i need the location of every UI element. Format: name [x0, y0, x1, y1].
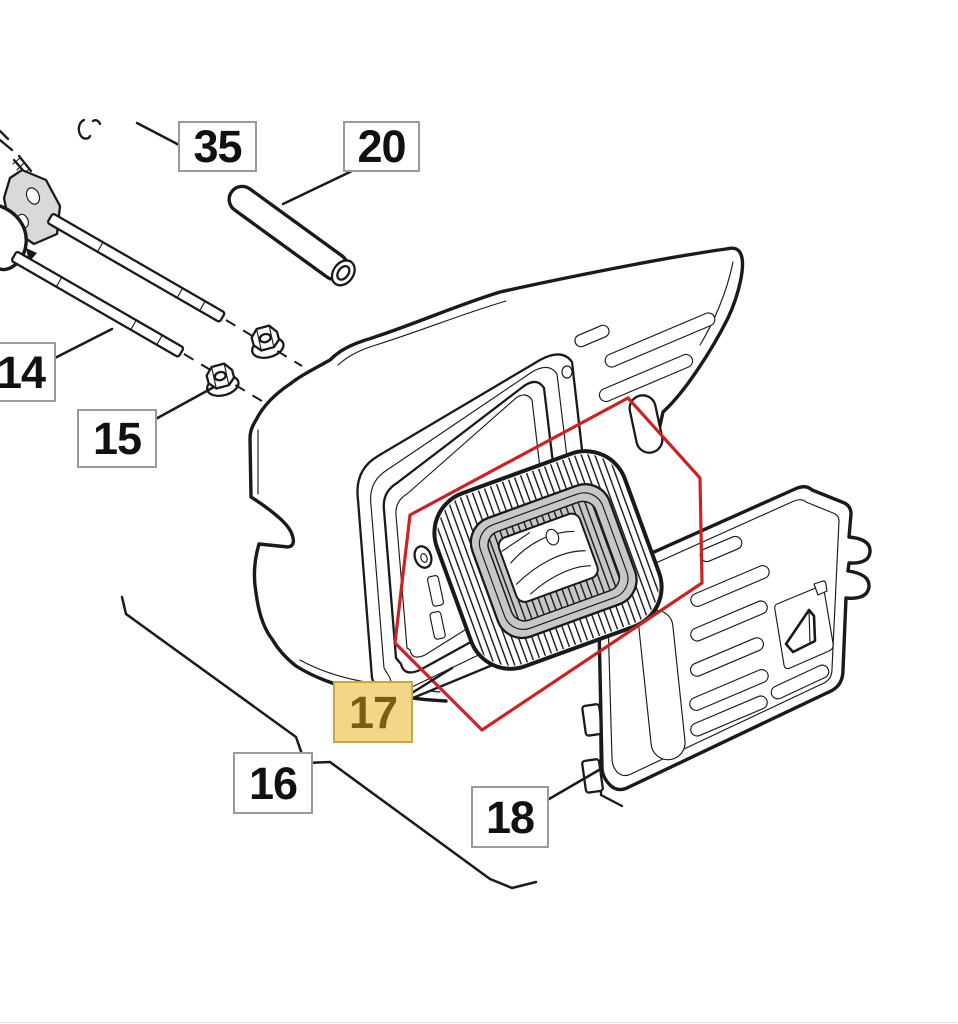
flange-nut-upper	[250, 324, 285, 359]
leader-16	[120, 595, 538, 890]
part-callout-20[interactable]: 20	[343, 121, 420, 172]
part-number: 18	[485, 791, 535, 843]
leader-20	[281, 169, 354, 206]
part-number: 17	[348, 686, 398, 738]
part-callout-18[interactable]: 18	[471, 786, 549, 848]
part-number: 16	[248, 757, 298, 809]
air-filter-icon	[784, 580, 828, 654]
part-number: 15	[92, 413, 142, 464]
leader-17	[405, 666, 454, 698]
part-callout-17-selected[interactable]: 17	[333, 681, 413, 743]
opening-interior-detail	[501, 528, 592, 595]
part-callout-14[interactable]: 14	[0, 342, 56, 402]
air-filter-element	[432, 449, 664, 671]
red-highlight-outline	[393, 395, 704, 733]
air-filter-cover	[596, 485, 872, 792]
page-bottom-edge	[0, 1022, 958, 1023]
flange-nut-lower	[205, 362, 240, 397]
breather-hose	[227, 184, 356, 287]
part-number: 35	[193, 121, 242, 172]
part-number: 20	[357, 121, 406, 172]
leader-14	[45, 327, 114, 364]
part-number: 14	[0, 346, 46, 398]
leader-35	[135, 121, 185, 149]
part-callout-15[interactable]: 15	[77, 409, 157, 468]
retainer-clip	[77, 118, 102, 140]
part-callout-16[interactable]: 16	[233, 752, 313, 814]
part-callout-35[interactable]: 35	[178, 121, 257, 172]
mounting-studs	[11, 213, 226, 358]
leader-lines	[45, 121, 601, 890]
carburetor-fragment	[0, 129, 62, 272]
